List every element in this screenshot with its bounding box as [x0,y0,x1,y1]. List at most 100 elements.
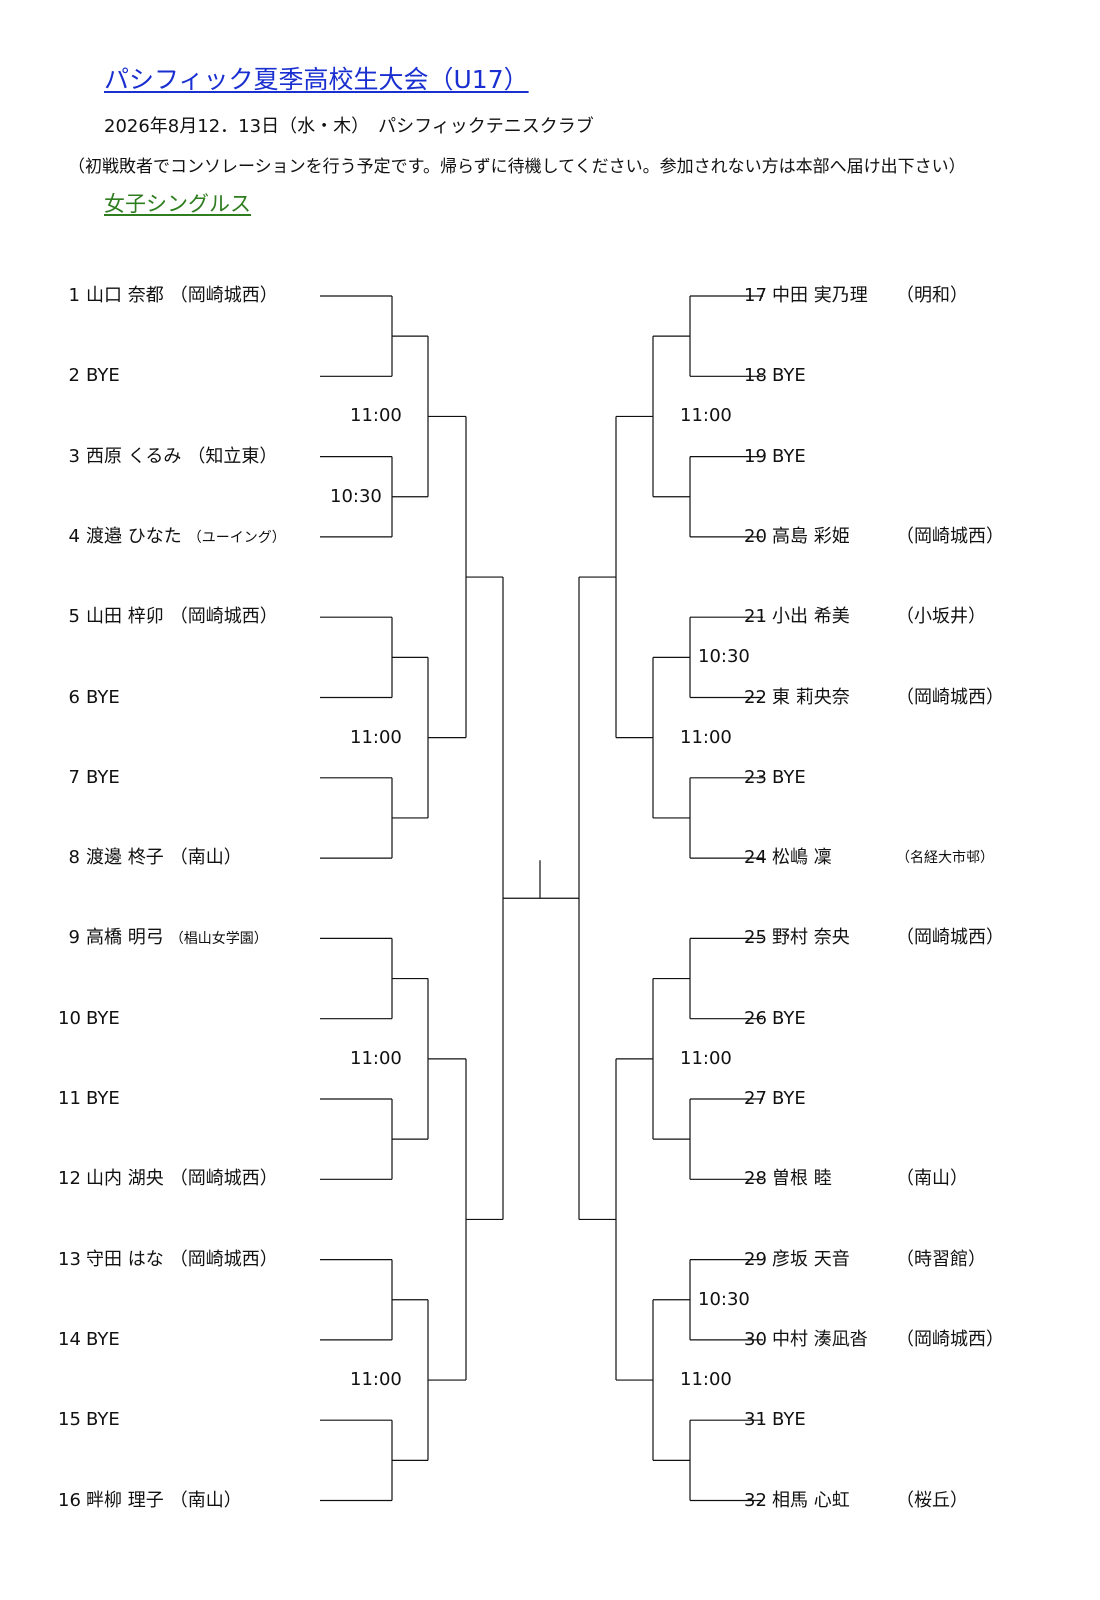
draw-number: 25 [744,927,767,949]
player-school: （知立東） [187,445,278,467]
draw-number: 31 [744,1409,767,1431]
player-name: 東 莉央奈 [772,686,850,708]
draw-number: 8 [68,847,80,869]
player-name: 野村 奈央 [772,927,850,949]
player-name: BYE [772,1409,806,1431]
match-time: 10:30 [698,646,750,668]
player-name: 中田 実乃理 [772,285,868,306]
player-name: 高橋 明弓 [86,927,164,949]
player-school: （岡崎城西） [169,1168,278,1190]
player-name: 相馬 心虹 [772,1489,850,1511]
event-title: 女子シングルス [104,192,251,216]
draw-number: 1 [68,285,80,306]
draw-number: 18 [744,365,767,387]
match-time: 11:00 [350,726,402,748]
draw-number: 9 [68,927,80,949]
player-school: （岡崎城西） [896,525,1004,547]
player-name: 渡邉 ひなた [86,525,182,547]
player-entry: 1 山口 奈都（岡崎城西） [58,285,278,307]
player-school: （岡崎城西） [896,927,1004,949]
draw-number: 6 [68,686,80,708]
draw-number: 15 [58,1409,81,1431]
draw-number: 22 [744,686,767,708]
draw-number: 3 [68,445,80,467]
date-venue-line: 2026年8月12．13日（水・木） パシフィックテニスクラブ [104,116,594,137]
player-name: 中村 湊凪沓 [772,1328,868,1350]
player-name: BYE [772,766,806,788]
player-school: （岡崎城西） [169,285,278,306]
draw-number: 23 [744,766,767,788]
player-name: 山田 梓卯 [86,606,164,628]
draw-number: 13 [58,1248,81,1270]
draw-number: 24 [744,847,767,869]
draw-number: 29 [744,1248,767,1270]
tournament-title: パシフィック夏季高校生大会（U17） [104,65,529,94]
draw-number: 16 [58,1489,81,1511]
player-school: （岡崎城西） [169,606,278,628]
player-name: 彦坂 天音 [772,1248,850,1270]
player-school: （明和） [896,285,968,306]
match-time: 10:30 [698,1288,750,1310]
player-name: 渡邊 柊子 [86,847,164,869]
player-school: （南山） [169,1489,242,1511]
match-time: 11:00 [680,726,732,748]
draw-number: 28 [744,1168,767,1190]
player-school: （岡崎城西） [169,1248,278,1270]
player-entry: 3 西原 くるみ（知立東） [58,445,278,468]
player-school: （名経大市邨） [896,850,994,867]
player-name: 西原 くるみ [86,445,182,467]
player-name: 小出 希美 [772,606,850,628]
match-time: 11:00 [350,1047,402,1069]
player-name: 守田 はな [86,1248,164,1270]
player-name: BYE [772,365,806,387]
draw-number: 27 [744,1088,767,1109]
draw-number: 10 [58,1007,81,1029]
player-name: BYE [772,1088,806,1109]
player-school: （時習館） [896,1248,986,1270]
player-name: 山内 湖央 [86,1168,164,1190]
player-school: （南山） [896,1168,968,1190]
draw-number: 12 [58,1168,81,1190]
player-name: 山口 奈都 [86,285,164,306]
match-time: 11:00 [350,405,402,427]
draw-number: 30 [744,1328,767,1350]
player-name: BYE [772,445,806,467]
player-name: BYE [86,1007,120,1029]
player-school: （岡崎城西） [896,1328,1004,1350]
draw-number: 21 [744,606,767,628]
player-name: BYE [86,766,120,788]
player-school: （桜丘） [896,1489,968,1511]
consolation-notice: （初戦敗者でコンソレーションを行う予定です。帰らずに待機してください。参加されな… [68,157,966,177]
player-school: （岡崎城西） [896,686,1004,708]
player-name: BYE [86,1328,120,1350]
player-name: 畔柳 理子 [86,1489,164,1511]
